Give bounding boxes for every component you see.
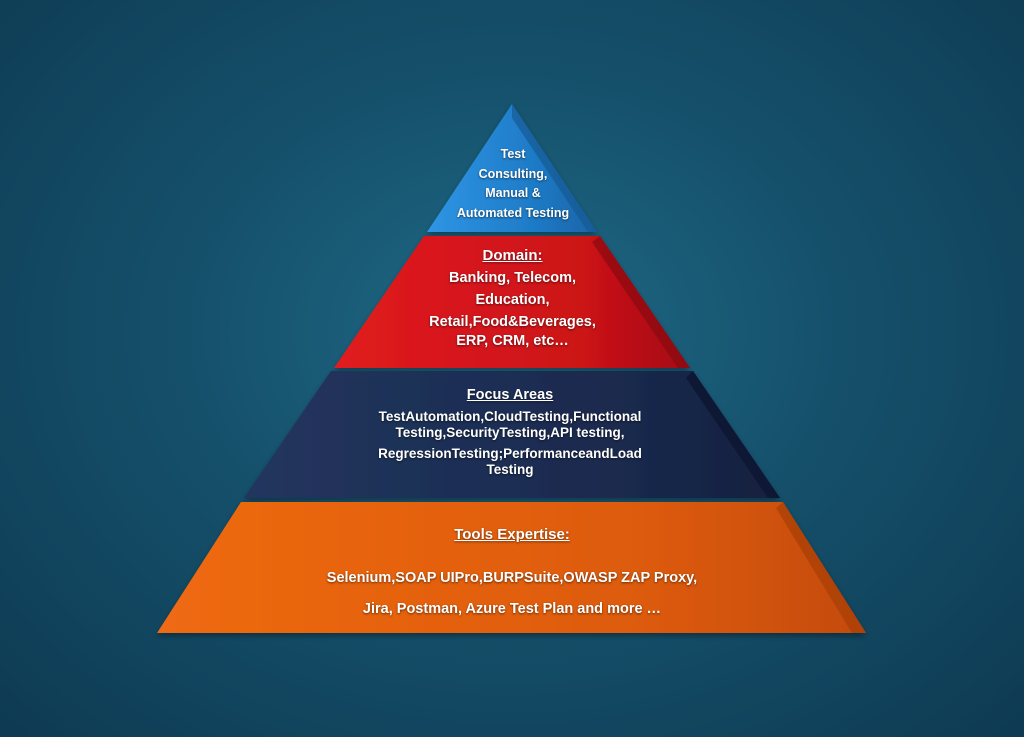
tier-3-text: Focus Areas TestAutomation,CloudTesting,… (300, 386, 720, 478)
focus-areas-heading: Focus Areas (466, 387, 554, 403)
tier-4-line: Jira, Postman, Azure Test Plan and more … (362, 601, 662, 617)
tier-2-line: Education, (475, 292, 550, 308)
tier-4-shape (157, 502, 866, 633)
tier-1-line: Manual & (485, 186, 541, 200)
tier-1-text: Test Consulting, Manual & Automated Test… (440, 145, 586, 223)
tier-3-line: Testing,SecurityTesting,API testing, (395, 425, 625, 440)
tier-2-shape (334, 236, 690, 368)
tier-1-shape (427, 104, 597, 232)
tier-3-shape (244, 371, 780, 498)
tier-1-line: Consulting, (478, 166, 548, 181)
tier-2-line: ERP, CRM, etc… (456, 333, 569, 349)
tier-1-line: Automated Testing (456, 205, 570, 220)
tier-4-line: Selenium,SOAP UIPro,BURPSuite,OWASP ZAP … (326, 570, 698, 586)
tier-3-line: RegressionTesting;PerformanceandLoad (378, 446, 642, 461)
tier-3-bevel (686, 371, 780, 498)
tier-4-bevel (776, 502, 866, 633)
tier-3-line: TestAutomation,CloudTesting,Functional (378, 409, 642, 424)
tier-3-line: Testing (486, 462, 534, 477)
tier-2-line: Retail,Food&Beverages, (429, 314, 596, 330)
tier-2-text: Domain: Banking, Telecom, Education, Ret… (380, 245, 645, 350)
domain-heading: Domain: (482, 247, 543, 264)
tier-2-bevel (592, 236, 690, 368)
tier-1-line: Test (500, 147, 526, 161)
tier-1-bevel (512, 104, 597, 232)
tier-2-line: Banking, Telecom, (448, 270, 577, 286)
tools-expertise-heading: Tools Expertise: (454, 526, 570, 543)
tier-4-text: Tools Expertise: Selenium,SOAP UIPro,BUR… (250, 525, 774, 619)
